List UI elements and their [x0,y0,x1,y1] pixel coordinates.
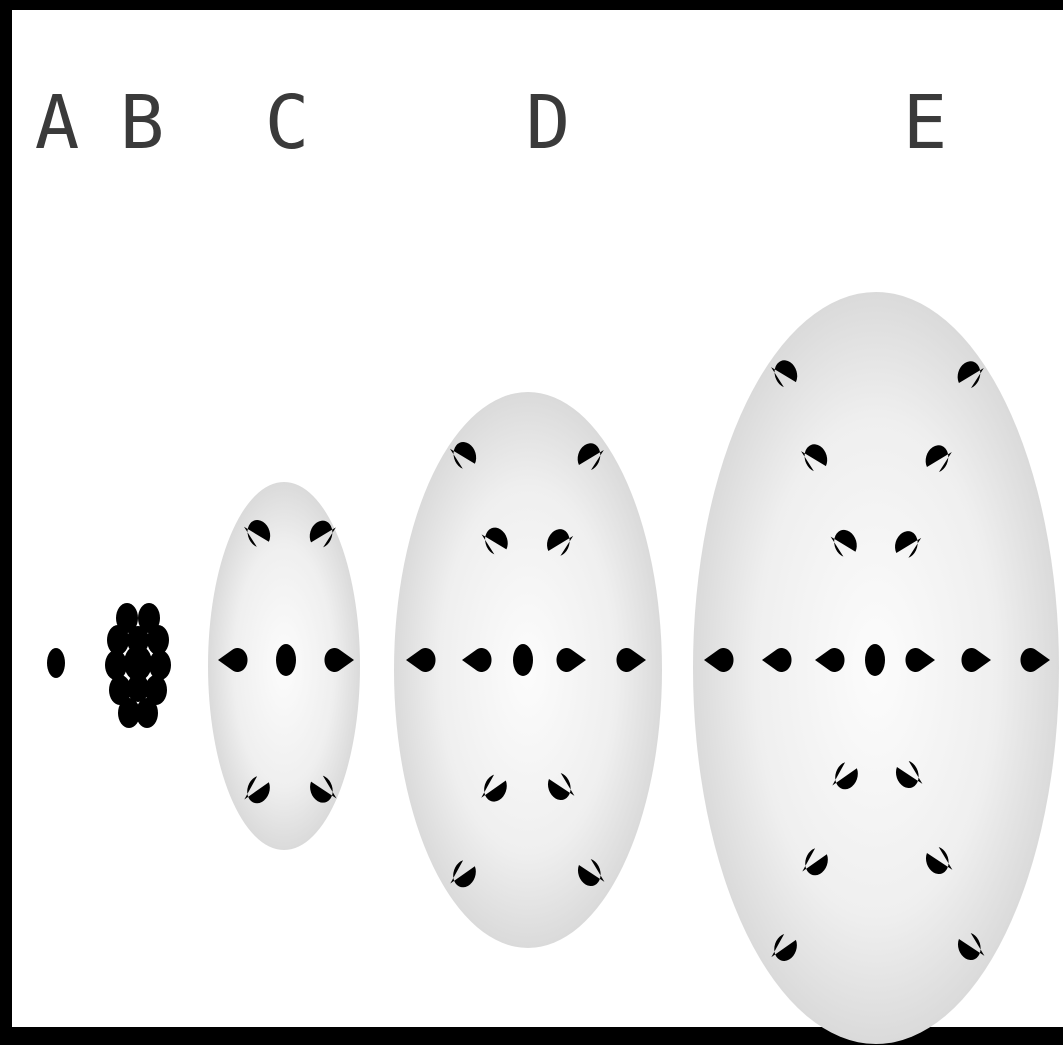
stage-c [208,482,360,850]
stage-e [693,292,1059,1044]
label-d: D [526,80,571,166]
center-dot [865,644,885,676]
center-dot [276,644,296,676]
stage-b-cluster [105,603,171,728]
cluster-dot [136,698,158,728]
cluster-dot [149,650,171,680]
cluster-dot [127,674,149,702]
stage-a-dot [47,648,65,678]
label-a: A [35,80,80,166]
stage-d [394,392,662,948]
cluster-dot [105,650,127,680]
center-dot [513,644,533,676]
label-c: C [265,80,310,166]
stage-a [47,648,65,678]
label-b: B [120,80,165,166]
cluster-dot [127,626,149,654]
label-e: E [903,80,948,166]
